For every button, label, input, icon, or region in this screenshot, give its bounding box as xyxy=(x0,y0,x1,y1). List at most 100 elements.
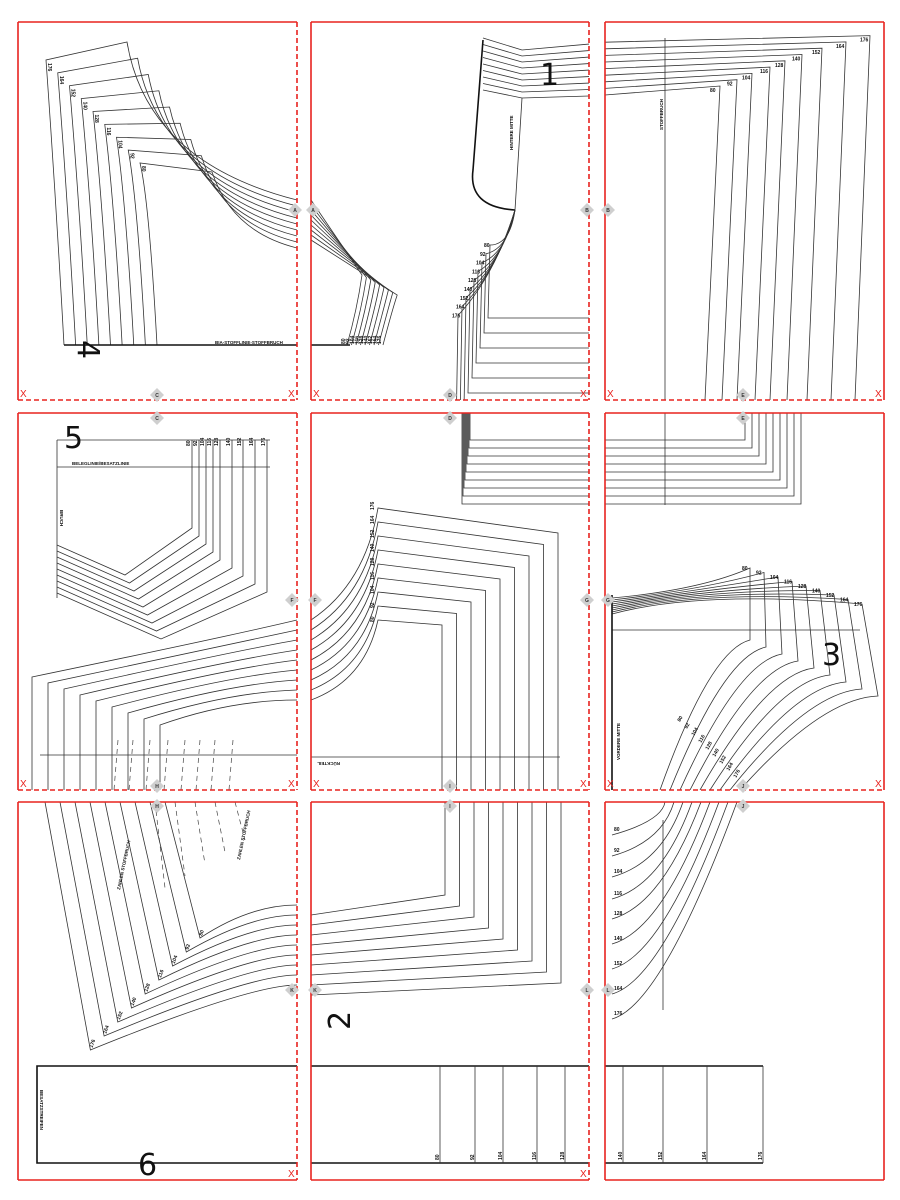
size-label: 128 xyxy=(468,278,477,284)
pattern-line xyxy=(605,413,760,457)
pattern-line xyxy=(611,802,711,945)
marker-letter: I xyxy=(449,804,451,810)
size-label: 152 xyxy=(116,1011,125,1021)
pattern-line xyxy=(611,590,831,790)
size-label: 128 xyxy=(370,557,376,566)
size-label: 140 xyxy=(792,57,801,63)
size-label: 80 xyxy=(614,827,620,833)
marker-d: D xyxy=(443,388,457,402)
pattern-line xyxy=(611,571,767,790)
pattern-line xyxy=(311,214,376,346)
pattern-line xyxy=(311,802,460,926)
size-label: 116 xyxy=(760,69,768,75)
pattern-line xyxy=(63,639,297,790)
pattern-line xyxy=(611,802,720,970)
size-label: 92 xyxy=(346,338,352,344)
pattern-line xyxy=(456,209,516,400)
pattern-line xyxy=(605,47,823,400)
diamond-marker-icon xyxy=(736,779,750,793)
pattern-line xyxy=(80,90,297,346)
size-label: 164 xyxy=(614,986,623,992)
size-label: 104 xyxy=(370,585,376,594)
diamond-marker-icon xyxy=(288,203,302,217)
marker-letter: B xyxy=(606,208,610,214)
size-label: 176 xyxy=(370,501,376,510)
pattern-line xyxy=(605,413,746,441)
size-label: 92 xyxy=(370,602,376,608)
diamond-marker-icon xyxy=(285,983,299,997)
marker-j: J xyxy=(736,799,750,813)
size-label: 104 xyxy=(770,575,779,581)
pattern-line xyxy=(482,44,589,57)
pattern-line xyxy=(311,591,472,790)
pattern-line xyxy=(469,413,589,441)
size-label: 80 xyxy=(341,338,347,344)
pattern-line xyxy=(104,122,297,346)
tile-1: 1761641521401281161049280BIA-STOFFLINIE-… xyxy=(45,41,297,359)
marker-letter: A xyxy=(293,208,297,214)
pattern-line xyxy=(605,60,786,400)
size-label: 128 xyxy=(614,911,623,917)
size-label: 152 xyxy=(368,335,374,344)
diamond-marker-icon xyxy=(601,983,615,997)
size-label: 116 xyxy=(207,438,213,446)
size-label: 140 xyxy=(370,543,376,552)
size-label: 80 xyxy=(198,929,206,936)
size-label: 176 xyxy=(614,1011,623,1017)
size-label: 164 xyxy=(836,44,845,50)
marker-letter: J xyxy=(742,804,745,810)
size-label: 152 xyxy=(719,755,728,765)
pattern-line xyxy=(95,659,297,790)
marker-letter: H xyxy=(155,784,159,790)
size-label: 92 xyxy=(684,722,692,730)
size-label: 92 xyxy=(614,848,620,854)
diamond-marker-icon xyxy=(580,983,594,997)
size-label: 128 xyxy=(705,741,714,751)
diamond-marker-icon xyxy=(285,593,299,607)
pattern-line xyxy=(56,440,207,592)
size-label: 80 xyxy=(140,166,146,172)
diamond-marker-icon xyxy=(601,203,615,217)
pattern-line xyxy=(482,50,589,63)
diamond-marker-icon xyxy=(150,388,164,402)
size-label: 164 xyxy=(840,598,849,604)
back-label: RÜCKTEIL xyxy=(317,761,340,767)
size-label: 128 xyxy=(798,584,807,590)
pattern-line xyxy=(482,63,589,75)
marker-e: E xyxy=(736,411,750,425)
pattern-line xyxy=(311,234,394,346)
size-label: 176 xyxy=(261,437,267,446)
marker-letter: H xyxy=(155,804,159,810)
pattern-line xyxy=(605,54,803,400)
cut-mark-icon: X xyxy=(288,779,295,790)
fold-label: BRUCH xyxy=(59,510,64,526)
size-label: 116 xyxy=(532,1152,538,1160)
seam-allowance-dashed xyxy=(174,802,186,877)
size-label: 116 xyxy=(784,580,792,586)
pattern-line xyxy=(611,802,702,920)
pattern-line xyxy=(482,37,589,51)
pattern-line xyxy=(605,41,847,400)
pattern-line xyxy=(482,76,589,87)
size-label: 104 xyxy=(200,437,206,446)
seam-allowance-dashed xyxy=(113,739,119,790)
size-label: 176 xyxy=(733,769,742,779)
marker-l: L xyxy=(601,983,615,997)
size-label: 152 xyxy=(614,961,623,967)
pattern-line xyxy=(611,596,863,790)
size-label: 116 xyxy=(157,969,165,979)
pattern-line xyxy=(47,629,297,790)
diamond-marker-icon xyxy=(308,983,322,997)
pattern-line xyxy=(311,199,363,346)
size-label: 176 xyxy=(854,602,863,608)
pattern-line xyxy=(479,209,589,349)
pattern-line xyxy=(311,563,501,790)
piece-number-4: 4 xyxy=(70,340,105,359)
diamond-marker-icon xyxy=(736,799,750,813)
size-label: 80 xyxy=(484,243,490,249)
pattern-line xyxy=(611,802,693,900)
fold-line-label: BIA-STOFFLINIE-STOFFBRUCH xyxy=(215,340,283,345)
